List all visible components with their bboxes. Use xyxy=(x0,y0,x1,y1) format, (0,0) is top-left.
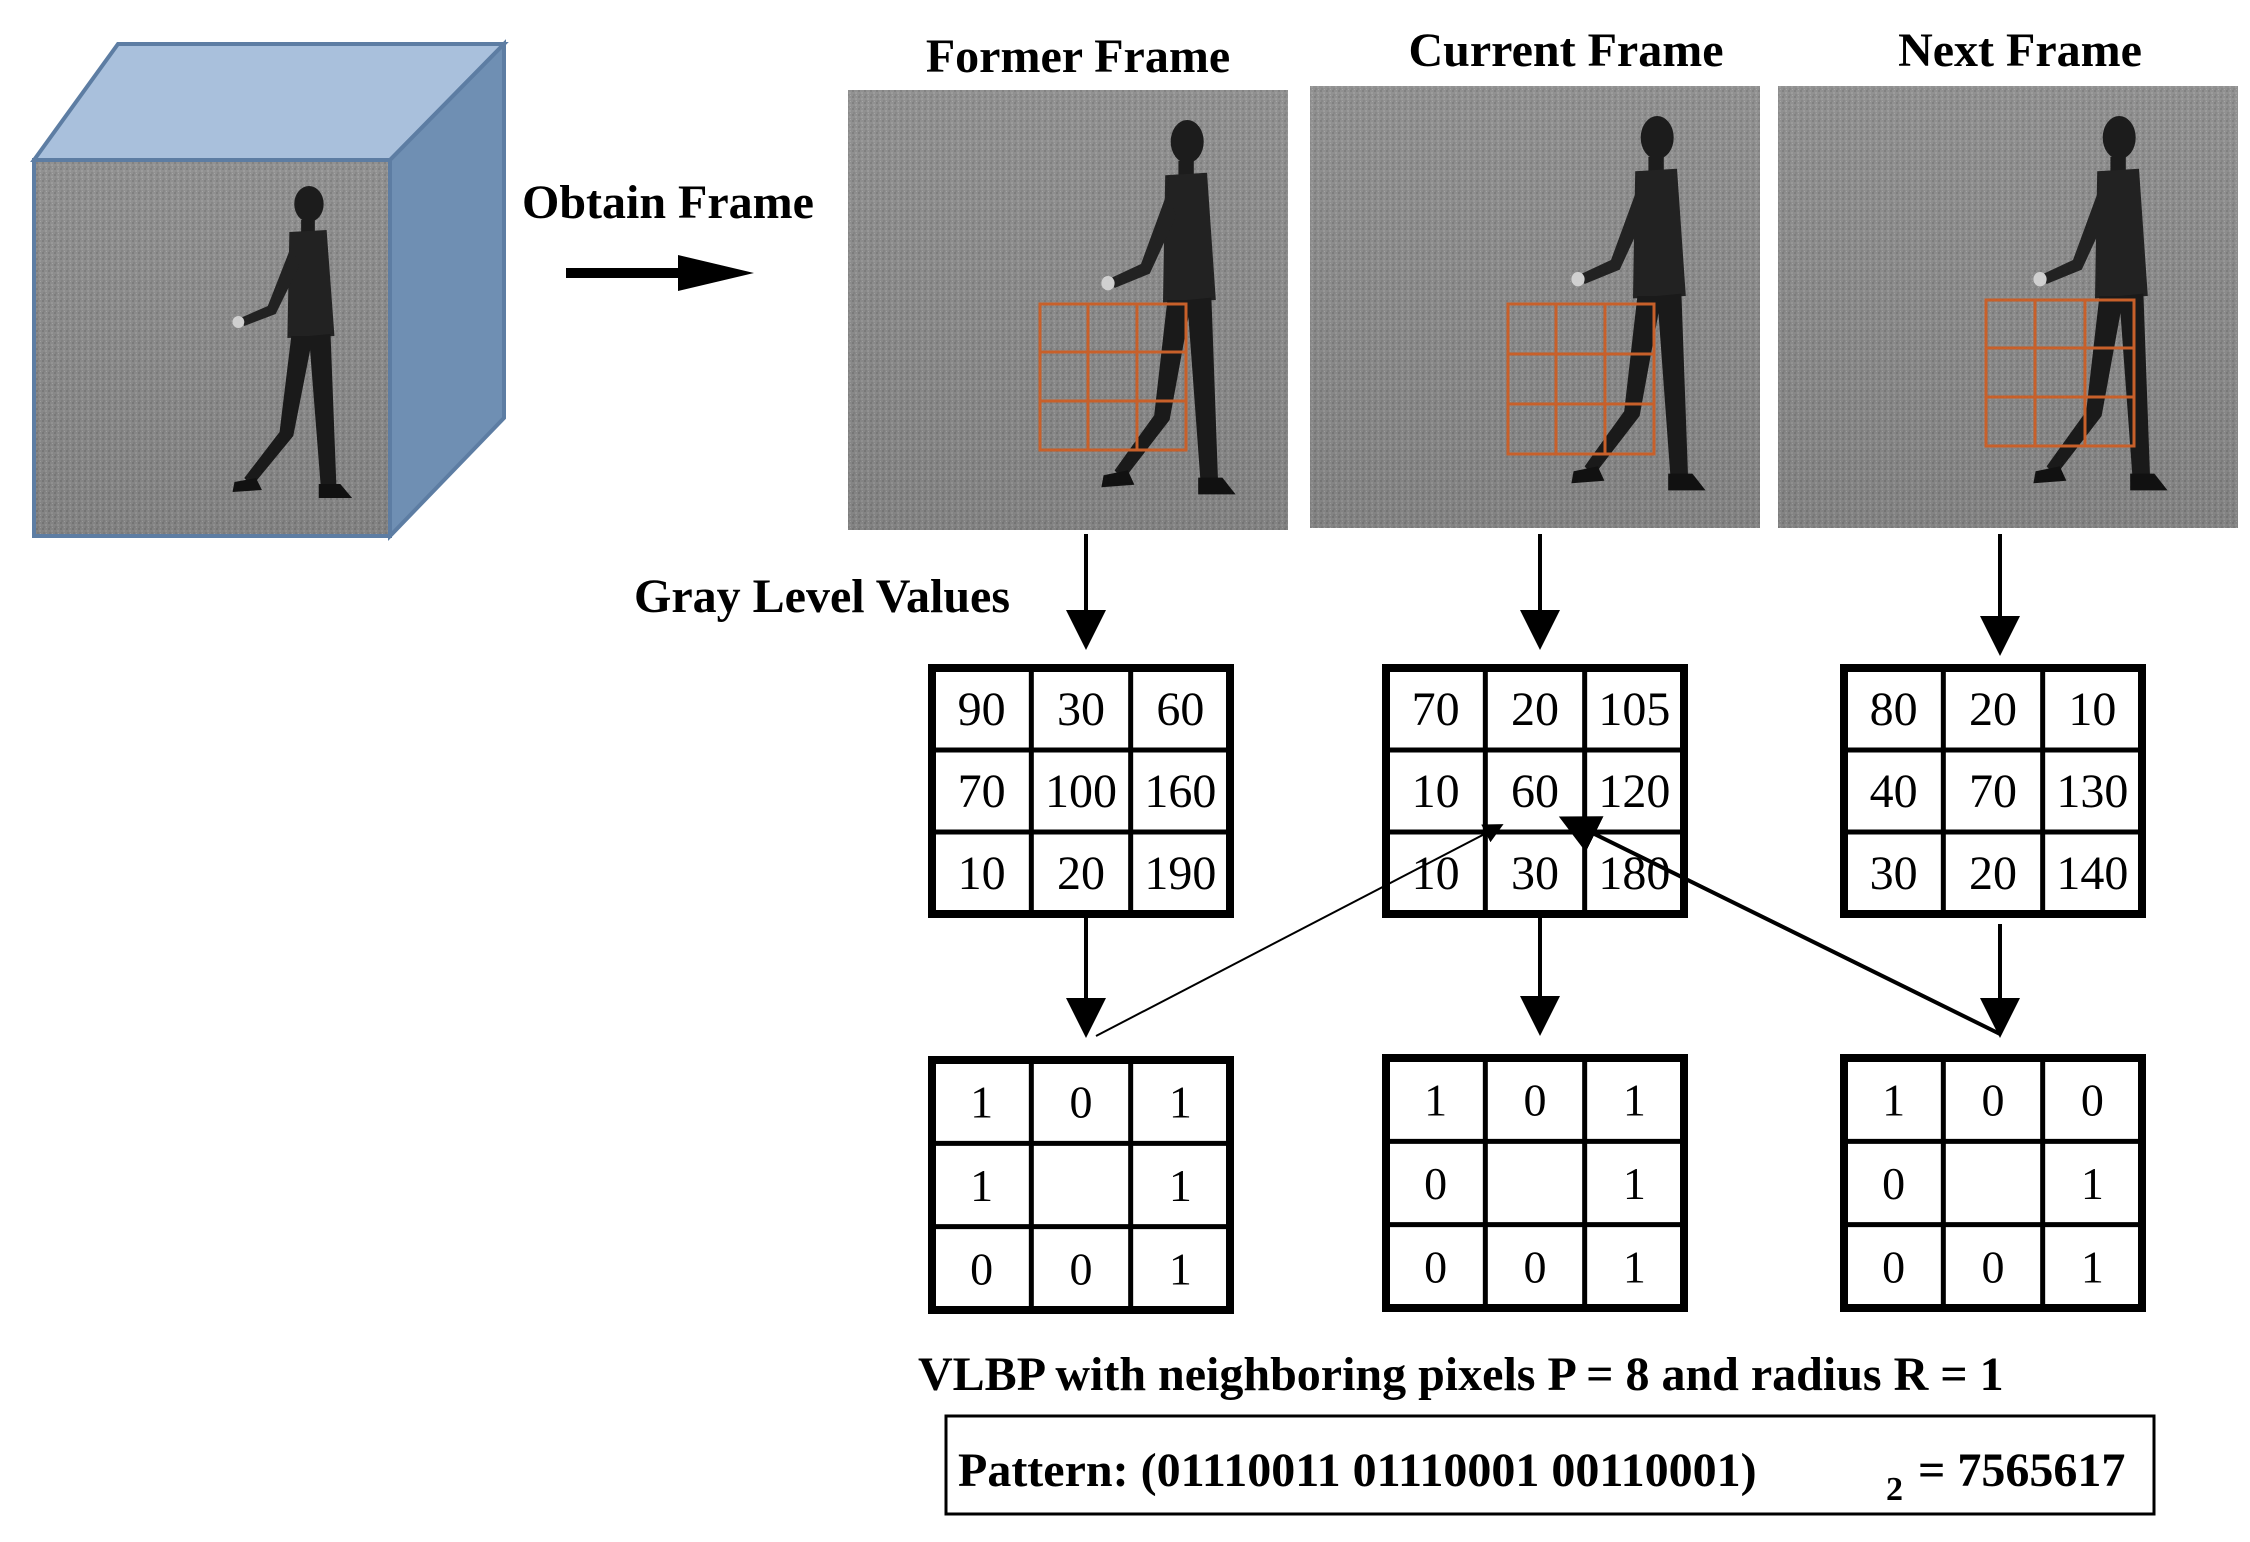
gray-cell: 70 xyxy=(1969,765,2017,818)
gray-cell: 105 xyxy=(1598,683,1670,736)
obtain-frame-label: Obtain Frame xyxy=(522,176,814,229)
binary-cell: 1 xyxy=(1169,1077,1192,1128)
binary-grid-former: 1 0 1 1 1 0 0 1 xyxy=(928,1056,1234,1314)
grid-overlay-next xyxy=(1984,298,2136,448)
diagonal-arrow-next xyxy=(1558,816,2001,1036)
binary-cell: 0 xyxy=(1070,1243,1093,1294)
gray-cell: 90 xyxy=(958,683,1006,736)
gray-cell: 20 xyxy=(1511,683,1559,736)
binary-cell: 0 xyxy=(1524,1075,1547,1126)
gray-cell: 20 xyxy=(1057,847,1105,900)
gray-level-values-label: Gray Level Values xyxy=(634,570,1010,623)
binary-cell: 0 xyxy=(970,1243,993,1294)
gray-cell: 10 xyxy=(2068,683,2116,736)
binary-cell: 1 xyxy=(1169,1160,1192,1211)
binary-cell: 1 xyxy=(1623,1241,1646,1292)
gray-cell: 70 xyxy=(958,765,1006,818)
binary-cell: 0 xyxy=(2081,1075,2104,1126)
binary-cell: 0 xyxy=(1982,1075,2005,1126)
frame-title-former: Former Frame xyxy=(926,30,1230,83)
binary-cell: 1 xyxy=(970,1160,993,1211)
gray-grid-next: 80 20 10 40 70 130 30 20 140 xyxy=(1840,664,2146,918)
gray-cell: 30 xyxy=(1057,683,1105,736)
frame-image-next xyxy=(1778,86,2238,528)
diagonal-arrows xyxy=(1095,816,2001,1037)
gray-cell: 130 xyxy=(2056,765,2128,818)
vlbp-caption: VLBP with neighboring pixels P = 8 and r… xyxy=(918,1348,2004,1401)
gray-cell: 20 xyxy=(1969,683,2017,736)
binary-cell: 0 xyxy=(1070,1077,1093,1128)
binary-cell: 0 xyxy=(1982,1241,2005,1292)
gray-grid-former: 90 30 60 70 100 160 10 20 190 xyxy=(928,664,1234,918)
binary-cell: 1 xyxy=(1623,1075,1646,1126)
gray-cell: 10 xyxy=(1412,847,1460,900)
pattern-value: = 7565617 xyxy=(1918,1444,2125,1497)
frame-title-next: Next Frame xyxy=(1898,24,2142,77)
binary-cell: 0 xyxy=(1524,1241,1547,1292)
gray-cell: 60 xyxy=(1156,683,1204,736)
gray-cell: 30 xyxy=(1870,847,1918,900)
pattern-base: 2 xyxy=(1886,1471,1903,1508)
gray-cell: 190 xyxy=(1144,847,1216,900)
gray-cell: 30 xyxy=(1511,847,1559,900)
binary-cell: 1 xyxy=(2081,1158,2104,1209)
arrows-frame-to-gray xyxy=(1066,534,2020,656)
binary-grid-current: 1 0 1 0 1 0 0 1 xyxy=(1382,1054,1688,1312)
obtain-frame-arrow xyxy=(566,255,754,291)
binary-grid-next: 1 0 0 0 1 0 0 1 xyxy=(1840,1054,2146,1312)
video-cube xyxy=(30,39,509,541)
arrows-gray-to-binary xyxy=(1066,918,2020,1038)
binary-cell: 0 xyxy=(1424,1158,1447,1209)
pattern-binary: Pattern: (01110011 01110001 00110001) xyxy=(958,1444,1757,1497)
binary-cell: 0 xyxy=(1424,1241,1447,1292)
frame-image-current xyxy=(1310,86,1760,528)
diagonal-arrow-former xyxy=(1095,824,1504,1037)
gray-cell: 10 xyxy=(958,847,1006,900)
gray-cell: 10 xyxy=(1412,765,1460,818)
frame-title-current: Current Frame xyxy=(1409,24,1724,77)
gray-cell: 140 xyxy=(2056,847,2128,900)
gray-cell: 70 xyxy=(1412,683,1460,736)
grid-overlay-current xyxy=(1506,302,1656,456)
gray-cell: 20 xyxy=(1969,847,2017,900)
gray-cell: 80 xyxy=(1870,683,1918,736)
binary-cell: 1 xyxy=(1169,1243,1192,1294)
binary-cell: 1 xyxy=(2081,1241,2104,1292)
binary-cell: 1 xyxy=(1424,1075,1447,1126)
gray-cell: 60 xyxy=(1511,765,1559,818)
gray-cell: 120 xyxy=(1598,765,1670,818)
binary-cell: 1 xyxy=(1623,1158,1646,1209)
gray-cell: 160 xyxy=(1144,765,1216,818)
grid-overlay-former xyxy=(1038,302,1188,452)
pattern-box: Pattern: (01110011 01110001 00110001) 2 … xyxy=(944,1414,2156,1516)
binary-cell: 0 xyxy=(1882,1158,1905,1209)
frame-image-former xyxy=(848,90,1288,530)
cube-front-image xyxy=(32,158,392,538)
binary-cell: 1 xyxy=(970,1077,993,1128)
binary-cell: 0 xyxy=(1882,1241,1905,1292)
gray-cell: 40 xyxy=(1870,765,1918,818)
binary-cell: 1 xyxy=(1882,1075,1905,1126)
gray-cell: 100 xyxy=(1045,765,1117,818)
